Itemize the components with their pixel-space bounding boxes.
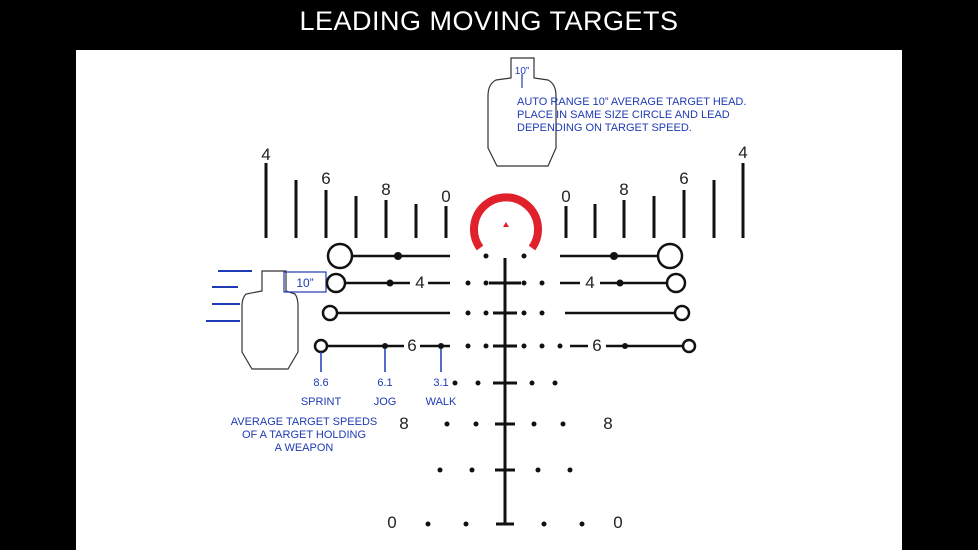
auto-range-note: AUTO RANGE 10” AVERAGE TARGET HEAD. PLAC… xyxy=(517,96,747,134)
speed-label-sprint: SPRINT xyxy=(300,396,342,408)
range-number: 0 xyxy=(613,513,623,532)
range-number: 8 xyxy=(399,414,409,433)
lead-bars-right xyxy=(560,242,697,354)
lead-dots-right xyxy=(610,252,628,349)
top-head-size-label: 10” xyxy=(514,66,530,77)
left-head-size-label: 10” xyxy=(296,276,314,290)
range-number: 6 xyxy=(321,169,331,188)
left-black-border xyxy=(0,0,76,550)
post-crossbars xyxy=(489,281,521,472)
speed-value-sprint: 8.6 xyxy=(313,377,329,389)
range-number: 6 xyxy=(679,169,689,188)
right-black-border xyxy=(902,0,978,550)
average-speeds-note: AVERAGE TARGET SPEEDS OF A TARGET HOLDIN… xyxy=(230,416,378,454)
range-number: 6 xyxy=(407,336,417,355)
left-target-silhouette xyxy=(241,270,299,370)
range-number: 4 xyxy=(261,145,271,164)
stadia-ticks-right xyxy=(564,163,745,238)
range-number: 8 xyxy=(381,180,391,199)
range-number: 4 xyxy=(585,273,595,292)
windage-dots xyxy=(425,253,585,527)
speed-leader-lines xyxy=(320,349,442,372)
speed-value-walk: 3.1 xyxy=(433,377,449,389)
center-dot xyxy=(503,222,509,227)
range-number: 8 xyxy=(603,414,613,433)
speed-label-walk: WALK xyxy=(425,396,457,408)
page-title: LEADING MOVING TARGETS xyxy=(299,6,679,36)
range-number: 4 xyxy=(415,273,425,292)
range-number: 0 xyxy=(441,187,451,206)
red-reticle-circle xyxy=(470,193,542,251)
range-number: 8 xyxy=(619,180,629,199)
top-target-silhouette xyxy=(487,57,557,167)
title-band xyxy=(76,0,902,50)
range-number: 6 xyxy=(592,336,602,355)
stadia-ticks-left xyxy=(264,163,448,238)
range-number: 0 xyxy=(561,187,571,206)
lead-bars-left xyxy=(313,242,450,354)
speed-value-jog: 6.1 xyxy=(377,377,393,389)
range-number: 4 xyxy=(738,143,748,162)
speed-label-jog: JOG xyxy=(373,396,397,408)
lead-dots-left xyxy=(382,252,444,349)
range-number: 0 xyxy=(387,513,397,532)
